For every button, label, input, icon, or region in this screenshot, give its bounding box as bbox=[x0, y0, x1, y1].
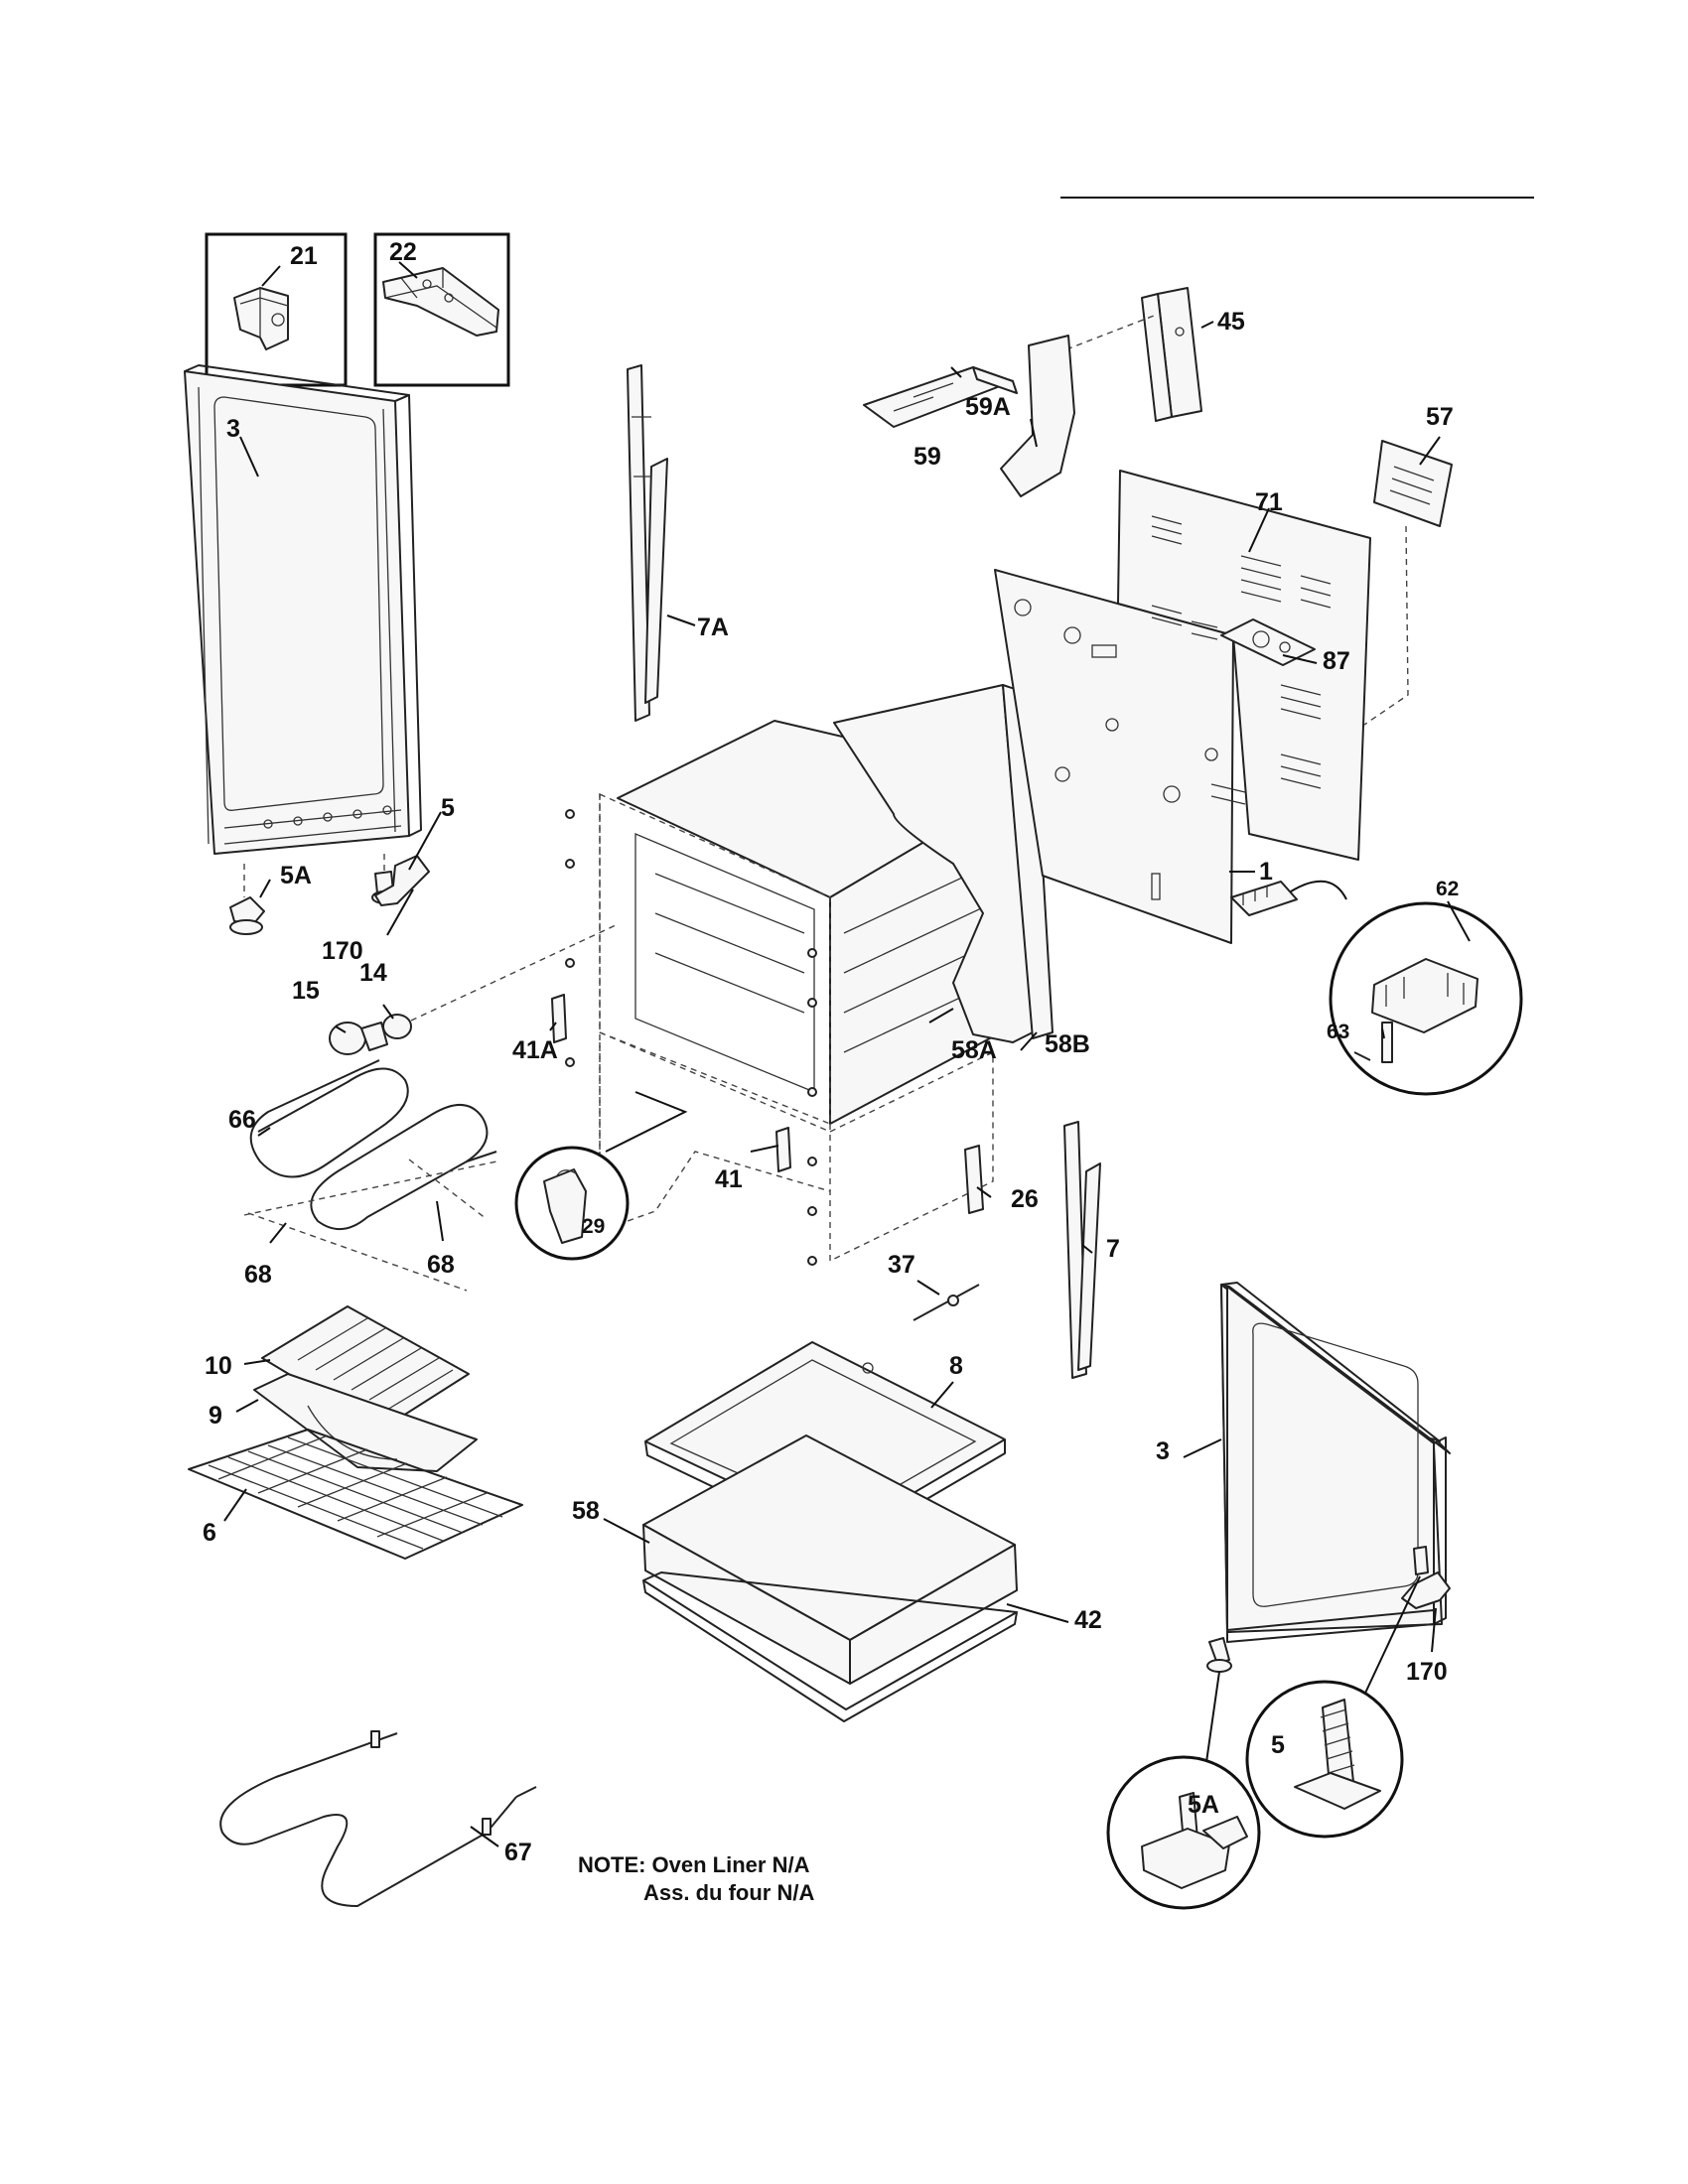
label-5-right: 5 bbox=[1271, 1731, 1285, 1759]
label-22: 22 bbox=[389, 238, 417, 266]
wire-37 bbox=[913, 1284, 980, 1321]
label-7: 7 bbox=[1106, 1235, 1120, 1263]
label-59A: 59A bbox=[965, 393, 1011, 421]
insulation-pad-58 bbox=[642, 1434, 1018, 1685]
clip-41 bbox=[775, 1127, 791, 1172]
bottom-pan-42 bbox=[642, 1571, 1018, 1722]
bake-element-67 bbox=[219, 1730, 537, 1907]
label-58B: 58B bbox=[1045, 1030, 1090, 1058]
label-37: 37 bbox=[888, 1251, 915, 1279]
left-leveler-parts bbox=[229, 854, 430, 935]
label-63: 63 bbox=[1327, 1021, 1349, 1043]
label-1: 1 bbox=[1259, 858, 1273, 886]
label-3-right: 3 bbox=[1156, 1437, 1170, 1465]
label-57: 57 bbox=[1426, 403, 1454, 431]
hinge-7 bbox=[1063, 1121, 1101, 1379]
guide-45 bbox=[1065, 315, 1155, 350]
label-59: 59 bbox=[914, 443, 941, 471]
label-45: 45 bbox=[1217, 308, 1245, 336]
label-71: 71 bbox=[1255, 488, 1283, 516]
rear-vented-panel bbox=[1117, 470, 1371, 861]
oven-light-parts bbox=[329, 924, 617, 1055]
right-leveler-parts bbox=[1106, 1546, 1451, 1910]
part-labels: 21 22 3 45 59A 59 57 71 7A 87 5 5A 1 62 … bbox=[203, 238, 1459, 1866]
label-15: 15 bbox=[292, 977, 320, 1005]
label-21: 21 bbox=[290, 242, 318, 270]
label-14: 14 bbox=[359, 959, 387, 987]
inset-box-21 bbox=[205, 232, 348, 387]
label-87: 87 bbox=[1323, 647, 1350, 675]
broil-element-66 bbox=[243, 1059, 497, 1230]
label-170-right: 170 bbox=[1406, 1658, 1448, 1686]
label-58: 58 bbox=[572, 1497, 600, 1525]
right-oven-door bbox=[1220, 1282, 1451, 1643]
cover-57 bbox=[1373, 440, 1453, 527]
label-41: 41 bbox=[715, 1165, 743, 1193]
label-67: 67 bbox=[504, 1839, 532, 1866]
oven-rack-6 bbox=[188, 1429, 523, 1560]
broiler-pan-9 bbox=[253, 1373, 478, 1472]
label-5A-left: 5A bbox=[280, 862, 312, 889]
label-66: 66 bbox=[228, 1106, 256, 1134]
label-10: 10 bbox=[205, 1352, 232, 1380]
guide-57 bbox=[1363, 525, 1409, 726]
label-9: 9 bbox=[209, 1402, 222, 1430]
label-26: 26 bbox=[1011, 1185, 1039, 1213]
label-5A-right: 5A bbox=[1188, 1791, 1219, 1819]
label-68-left: 68 bbox=[244, 1261, 272, 1289]
leader-lines bbox=[223, 261, 1471, 1847]
label-6: 6 bbox=[203, 1519, 216, 1547]
hinge-7A bbox=[627, 364, 668, 722]
terminal-block-62 bbox=[1230, 880, 1523, 1096]
strip-68-right bbox=[408, 1159, 488, 1220]
label-68-right: 68 bbox=[427, 1251, 455, 1279]
note-line-1: NOTE: Oven Liner N/A bbox=[578, 1852, 810, 1877]
inset-29 bbox=[514, 1091, 688, 1261]
label-42: 42 bbox=[1074, 1606, 1102, 1634]
oven-cavity bbox=[565, 684, 1054, 1266]
vent-duct-59 bbox=[863, 335, 1075, 497]
label-5-left: 5 bbox=[441, 794, 455, 822]
label-8: 8 bbox=[949, 1352, 963, 1380]
bracket-45 bbox=[1141, 287, 1202, 422]
left-oven-door bbox=[184, 364, 422, 855]
label-58A: 58A bbox=[951, 1036, 997, 1064]
label-41A: 41A bbox=[512, 1036, 558, 1064]
label-170-left: 170 bbox=[322, 937, 363, 965]
label-3-left: 3 bbox=[226, 415, 240, 443]
clip-41A bbox=[551, 994, 567, 1043]
note-line-2: Ass. du four N/A bbox=[643, 1880, 814, 1905]
bracket-26 bbox=[964, 1145, 984, 1214]
label-29: 29 bbox=[582, 1215, 605, 1238]
inset-box-22 bbox=[373, 232, 510, 387]
label-62: 62 bbox=[1436, 878, 1459, 900]
label-7A: 7A bbox=[697, 614, 729, 641]
